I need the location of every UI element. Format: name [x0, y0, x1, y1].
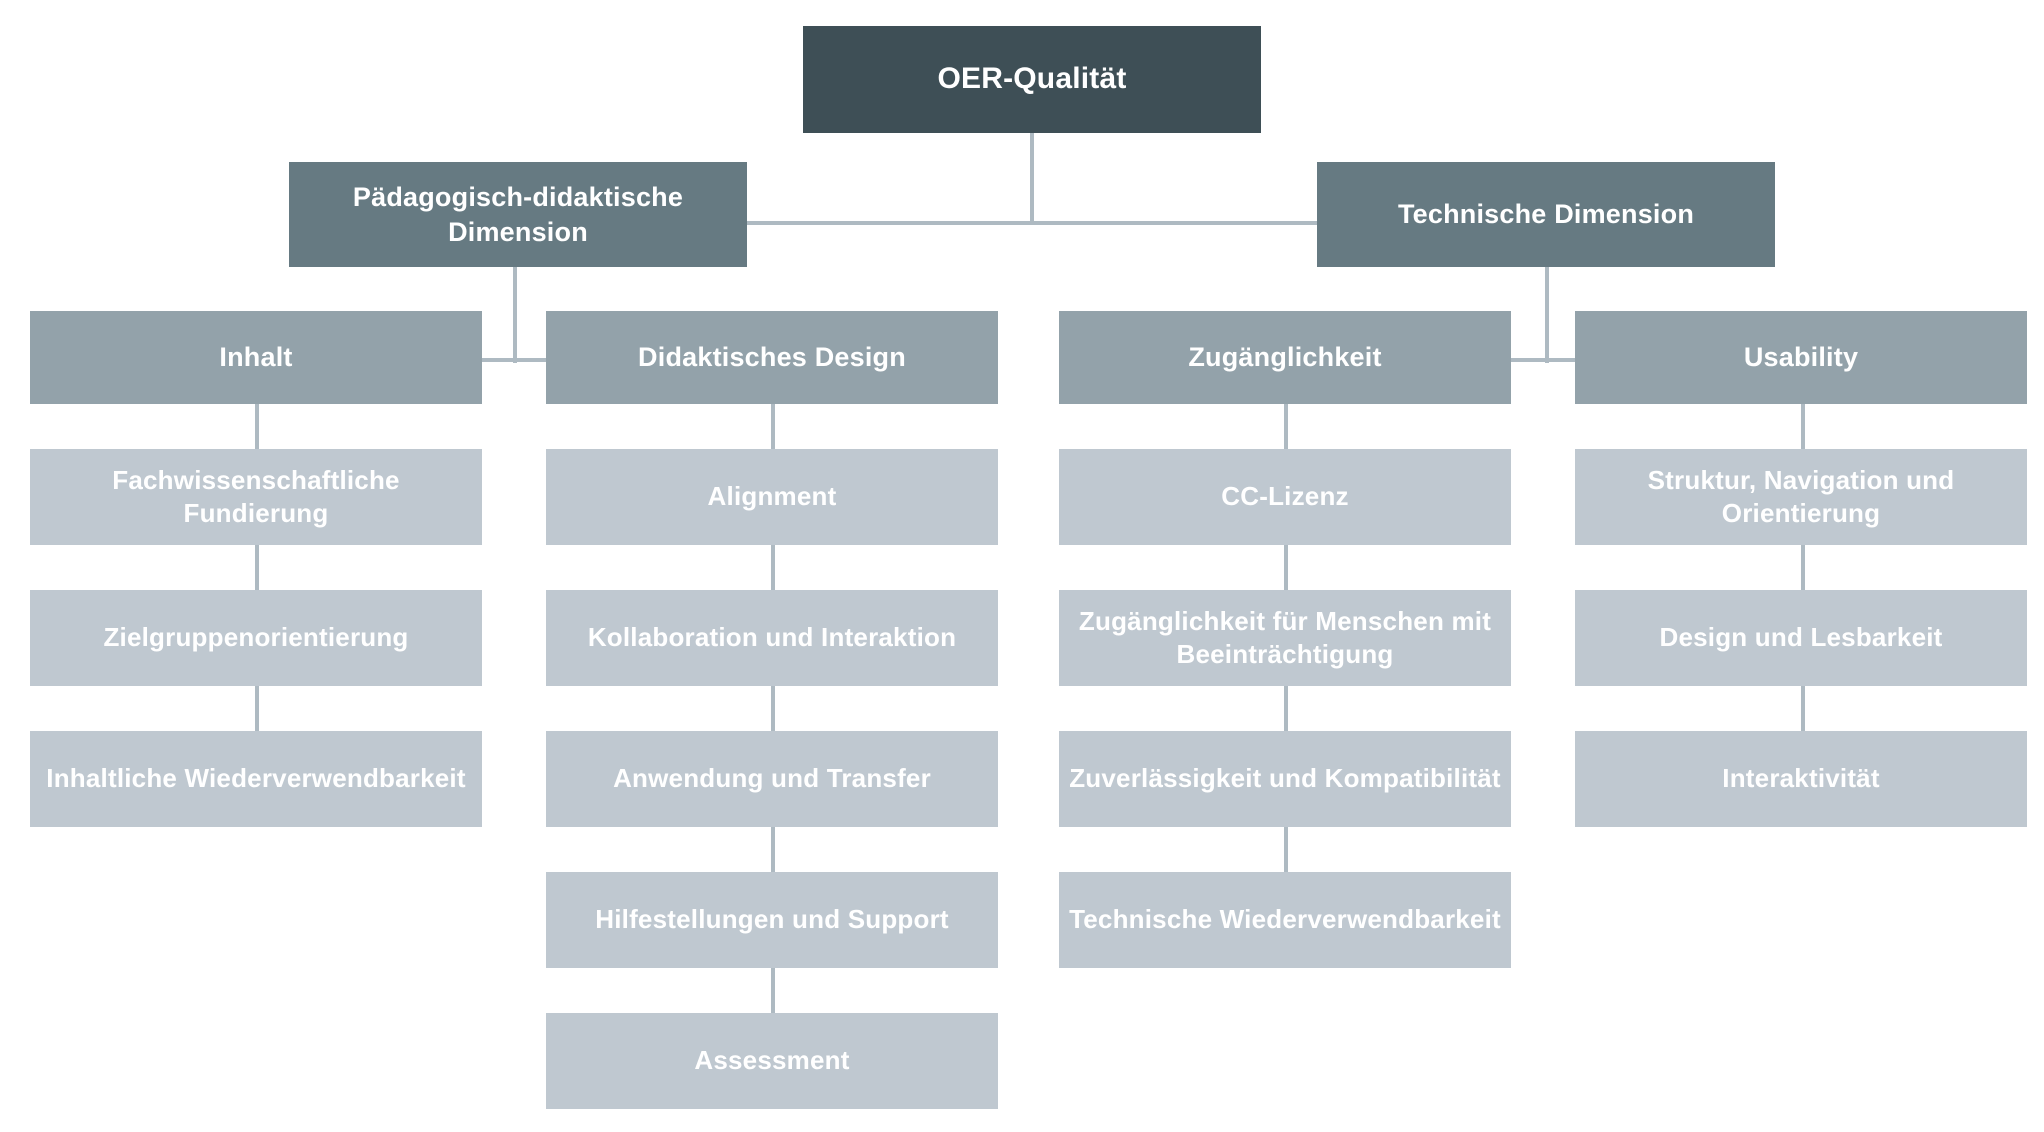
connector-dim-right-bus — [1286, 358, 1803, 362]
connector-col4-seg2 — [1801, 545, 1805, 590]
connector-dim-left-stem — [513, 267, 517, 363]
node-root-oer-qualitaet[interactable]: OER-Qualität — [803, 26, 1261, 133]
connector-col2-seg1 — [771, 404, 775, 449]
node-leaf-alignment[interactable]: Alignment — [546, 449, 998, 545]
connector-root-bus — [740, 221, 1322, 225]
node-leaf-cc-lizenz[interactable]: CC-Lizenz — [1059, 449, 1511, 545]
node-leaf-zugaenglichkeit-fuer-menschen-mit-beeintraechtigung[interactable]: Zugänglichkeit für Menschen mit Beeinträ… — [1059, 590, 1511, 686]
connector-col2-seg3 — [771, 686, 775, 731]
node-category-zugaenglichkeit[interactable]: Zugänglichkeit — [1059, 311, 1511, 404]
connector-col3-seg1 — [1284, 404, 1288, 449]
connector-col4-seg1 — [1801, 404, 1805, 449]
node-leaf-zielgruppenorientierung[interactable]: Zielgruppenorientierung — [30, 590, 482, 686]
connector-col2-seg5 — [771, 968, 775, 1013]
node-leaf-hilfestellungen-und-support[interactable]: Hilfestellungen und Support — [546, 872, 998, 968]
node-leaf-struktur-navigation-und-orientierung[interactable]: Struktur, Navigation und Orientierung — [1575, 449, 2027, 545]
connector-dim-left-bus — [257, 358, 773, 362]
connector-col4-seg3 — [1801, 686, 1805, 731]
node-leaf-interaktivitaet[interactable]: Interaktivität — [1575, 731, 2027, 827]
node-leaf-fachwissenschaftliche-fundierung[interactable]: Fachwissenschaftliche Fundierung — [30, 449, 482, 545]
node-dimension-technisch[interactable]: Technische Dimension — [1317, 162, 1775, 267]
connector-col3-seg4 — [1284, 827, 1288, 872]
connector-col1-seg1 — [255, 404, 259, 449]
node-category-inhalt[interactable]: Inhalt — [30, 311, 482, 404]
node-leaf-kollaboration-und-interaktion[interactable]: Kollaboration und Interaktion — [546, 590, 998, 686]
node-leaf-inhaltliche-wiederverwendbarkeit[interactable]: Inhaltliche Wiederverwendbarkeit — [30, 731, 482, 827]
connector-root-stem — [1030, 133, 1034, 223]
node-leaf-technische-wiederverwendbarkeit[interactable]: Technische Wiederverwendbarkeit — [1059, 872, 1511, 968]
connector-dim-right-stem — [1545, 267, 1549, 363]
node-leaf-assessment[interactable]: Assessment — [546, 1013, 998, 1109]
node-category-usability[interactable]: Usability — [1575, 311, 2027, 404]
connector-col3-seg2 — [1284, 545, 1288, 590]
connector-col3-seg3 — [1284, 686, 1288, 731]
connector-col2-seg2 — [771, 545, 775, 590]
connector-col1-seg2 — [255, 545, 259, 590]
node-dimension-paedagogisch-didaktisch[interactable]: Pädagogisch-didaktische Dimension — [289, 162, 747, 267]
node-category-didaktisches-design[interactable]: Didaktisches Design — [546, 311, 998, 404]
connector-col2-seg4 — [771, 827, 775, 872]
node-leaf-design-und-lesbarkeit[interactable]: Design und Lesbarkeit — [1575, 590, 2027, 686]
node-leaf-zuverlaessigkeit-und-kompatibilitaet[interactable]: Zuverlässigkeit und Kompatibilität — [1059, 731, 1511, 827]
connector-col1-seg3 — [255, 686, 259, 731]
node-leaf-anwendung-und-transfer[interactable]: Anwendung und Transfer — [546, 731, 998, 827]
